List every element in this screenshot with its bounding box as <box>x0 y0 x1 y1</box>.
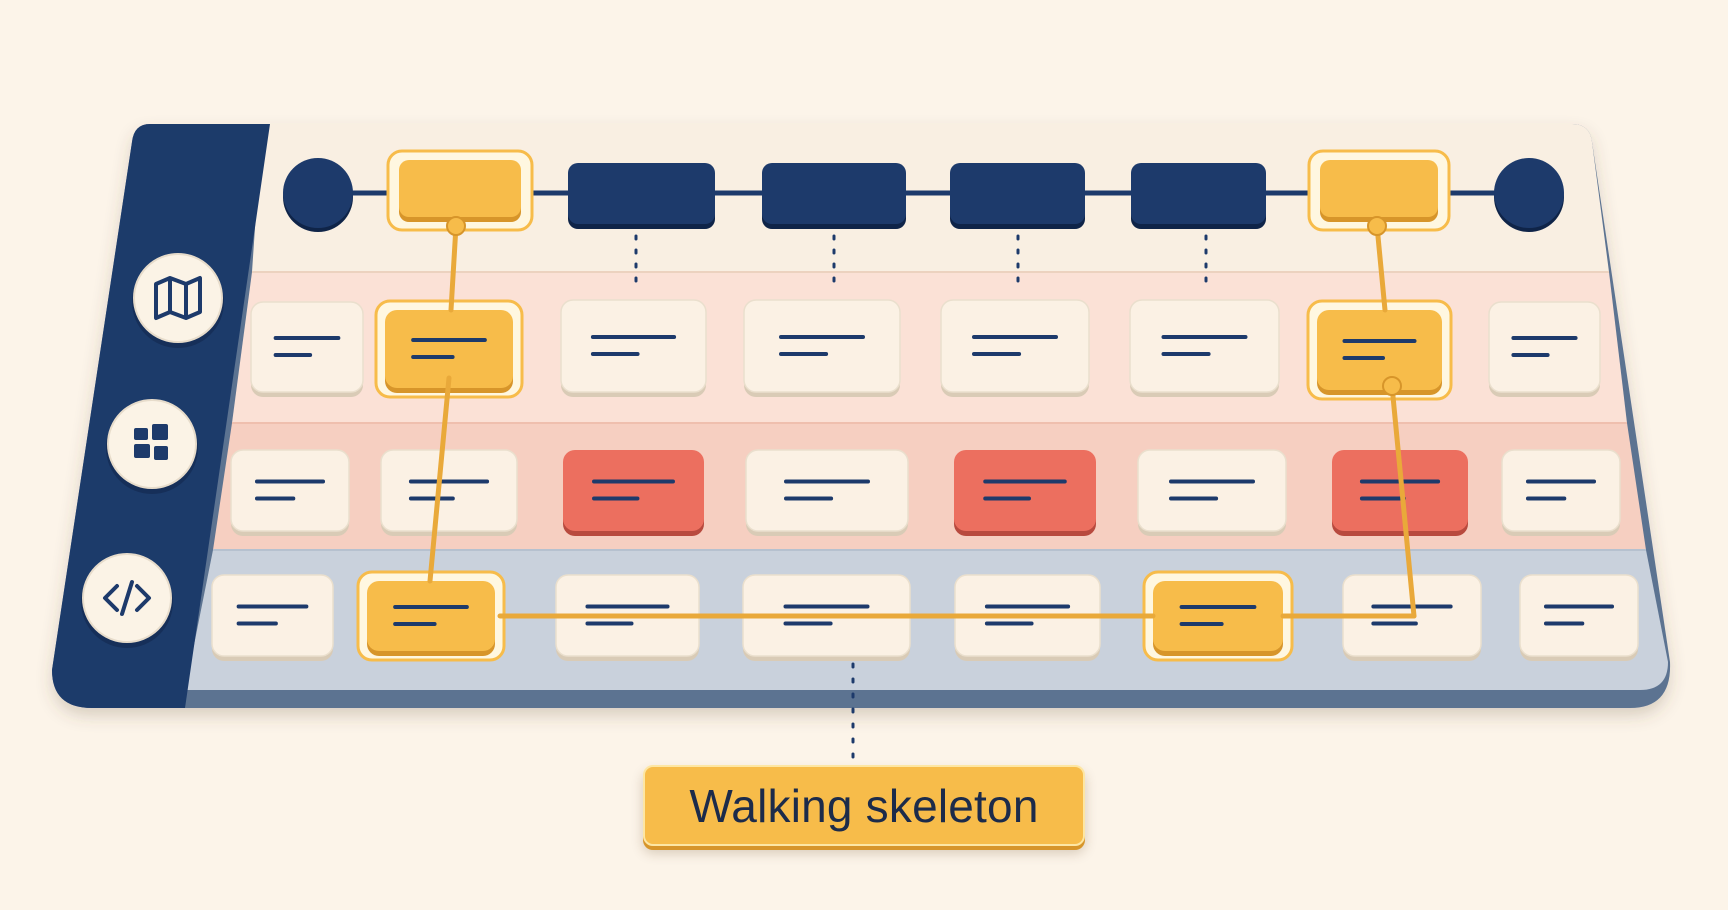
story-card-alert <box>954 450 1096 536</box>
story-card-plain <box>940 299 1090 397</box>
ui-row <box>230 449 1621 536</box>
user-row <box>250 299 1601 401</box>
map-icon <box>132 253 224 348</box>
walking-skeleton-path <box>427 216 1417 619</box>
story-card-plain <box>954 574 1101 661</box>
story-card-plain <box>211 574 334 661</box>
story-card-plain <box>1501 449 1621 536</box>
backbone-step-4 <box>950 163 1085 229</box>
backbone-step-5 <box>1131 163 1266 229</box>
story-card-plain <box>380 449 518 536</box>
backbone-drop-lines <box>634 234 1208 290</box>
story-card-alert <box>563 450 704 536</box>
code-icon <box>81 553 173 648</box>
story-card-plain <box>1488 301 1601 397</box>
backend-row <box>211 570 1639 662</box>
backbone-band <box>252 124 1609 272</box>
backbone-step-6 <box>1307 149 1451 232</box>
story-card-plain <box>743 299 901 397</box>
story-card-plain <box>1519 574 1639 661</box>
backbone-step-1 <box>386 149 534 232</box>
backbone-start <box>283 158 353 232</box>
story-card-plain <box>230 449 350 536</box>
story-card-highlight <box>1306 299 1453 401</box>
walking-skeleton-label-text: Walking skeleton <box>689 779 1039 832</box>
walking-skeleton-label: Walking skeleton <box>643 765 1085 846</box>
backbone-step-2 <box>568 163 715 229</box>
story-card-plain <box>1137 449 1287 536</box>
story-card-plain <box>250 301 364 397</box>
backbone-end <box>1494 158 1564 232</box>
backbone-step-3 <box>762 163 906 229</box>
story-card-plain <box>560 299 707 397</box>
story-card-plain <box>1129 299 1280 397</box>
grid-icon <box>106 399 198 494</box>
story-card-highlight <box>1142 570 1294 662</box>
story-card-highlight <box>356 570 506 662</box>
story-card-plain <box>745 449 909 536</box>
